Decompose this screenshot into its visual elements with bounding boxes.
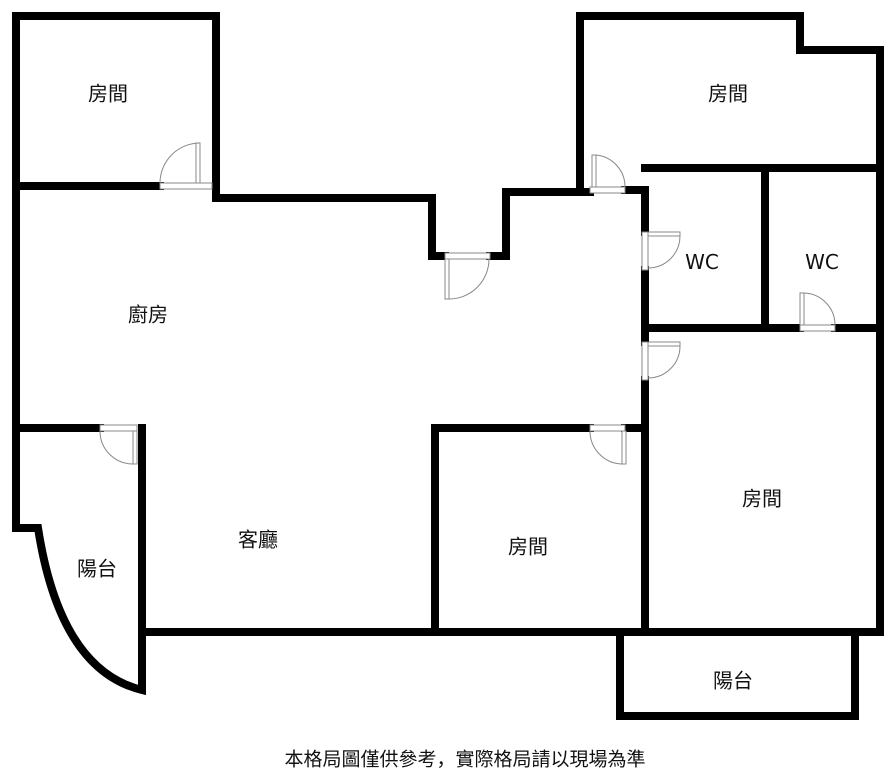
door-kitchen-top[interactable] — [444, 252, 491, 300]
room-label-living-room: 客廳 — [238, 527, 278, 552]
door-bedroom-top-left[interactable] — [159, 142, 213, 190]
disclaimer-caption: 本格局圖僅供參考，實際格局請以現場為準 — [284, 748, 646, 771]
door-bedroom-middle[interactable] — [589, 424, 627, 465]
room-label-kitchen: 廚房 — [128, 302, 168, 327]
room-label-balcony-bottom: 陽台 — [713, 668, 753, 693]
door-bedroom-top-right[interactable] — [589, 154, 626, 194]
room-label-balcony-left: 陽台 — [77, 556, 117, 581]
room-label-wc-left: WC — [685, 250, 719, 274]
room-label-wc-right: WC — [805, 250, 839, 274]
room-label-bedroom-right: 房間 — [742, 486, 782, 511]
door-balcony-left[interactable] — [99, 424, 138, 465]
door-wc-right[interactable] — [799, 292, 836, 332]
room-label-bedroom-top-right: 房間 — [708, 81, 748, 106]
walls — [12, 12, 884, 720]
door-wc-left[interactable] — [641, 231, 681, 271]
room-label-bedroom-top-left: 房間 — [88, 81, 128, 106]
door-bedroom-right[interactable] — [641, 341, 681, 381]
room-label-bedroom-middle: 房間 — [508, 534, 548, 559]
